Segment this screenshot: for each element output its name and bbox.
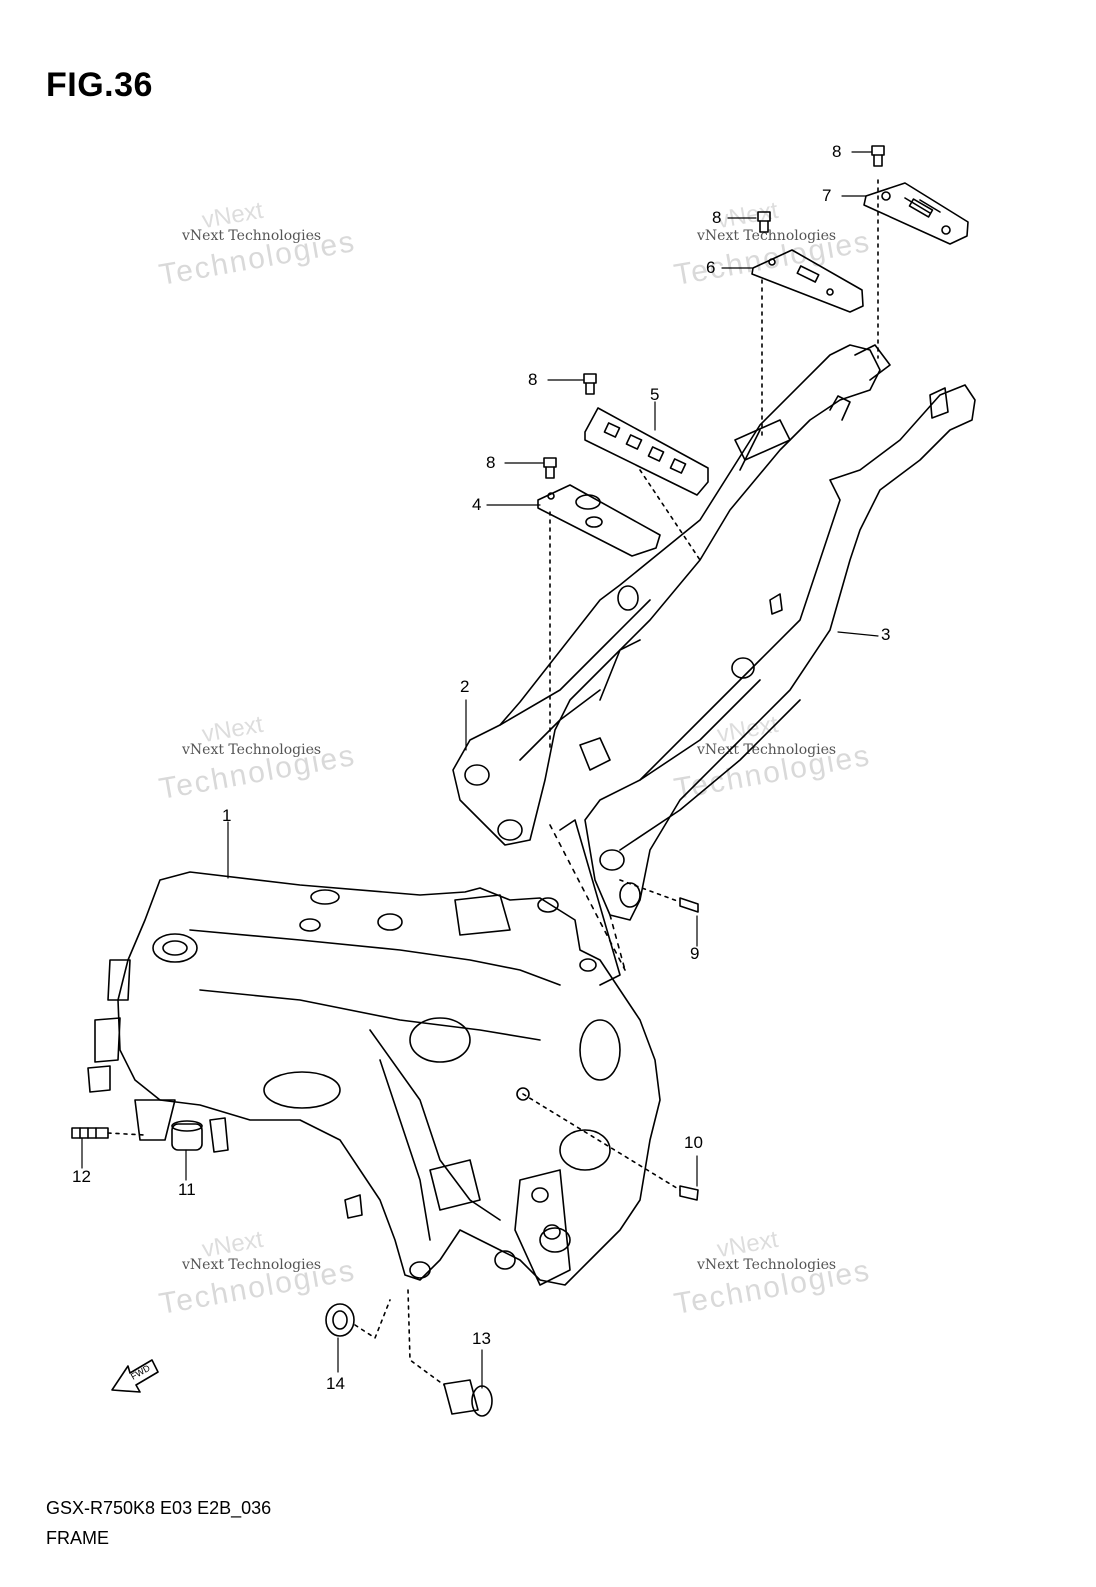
part-12-bolt: [71, 1127, 146, 1139]
callout-8: 8: [486, 453, 496, 472]
leader-lines: [81, 151, 879, 1389]
fwd-arrow-icon: FWD: [111, 1359, 159, 1393]
part-7-bracket: [863, 179, 969, 359]
part-3-seat-rail-right: [559, 384, 976, 986]
figure-code: GSX-R750K8 E03 E2B_036: [46, 1498, 272, 1518]
part-13-bolt: [407, 1289, 493, 1417]
callout-7: 7: [822, 186, 832, 205]
part-9-bolt: [619, 879, 699, 913]
part-10-bolt: [522, 1093, 699, 1201]
part-5-plate: [584, 407, 709, 561]
callout-9: 9: [690, 944, 700, 963]
callout-2: 2: [460, 677, 470, 696]
figure-title: FIG.36: [46, 66, 153, 104]
callout-11: 11: [178, 1180, 196, 1199]
callout-4: 4: [472, 495, 482, 514]
part-8-bolt: [757, 211, 771, 233]
part-1-main-frame: [87, 871, 661, 1286]
callout-1: 1: [222, 806, 232, 825]
part-8-bolt: [871, 145, 885, 167]
figure-name: FRAME: [46, 1528, 109, 1548]
callout-6: 6: [706, 258, 716, 277]
part-11-collar: [171, 1120, 203, 1151]
callout-14: 14: [326, 1374, 345, 1393]
part-4-bracket: [537, 484, 661, 751]
part-14-washer: [325, 1299, 391, 1339]
callout-12: 12: [72, 1167, 91, 1186]
callout-8: 8: [528, 370, 538, 389]
part-8-bolt: [543, 457, 557, 479]
callout-13: 13: [472, 1329, 491, 1348]
part-8-bolt: [583, 373, 597, 395]
callout-8: 8: [832, 142, 842, 161]
callout-3: 3: [881, 625, 891, 644]
callout-10: 10: [684, 1133, 703, 1152]
part-6-bracket: [751, 249, 864, 441]
callout-5: 5: [650, 385, 660, 404]
part-2-seat-rail-left: [452, 344, 891, 846]
callout-8: 8: [712, 208, 722, 227]
